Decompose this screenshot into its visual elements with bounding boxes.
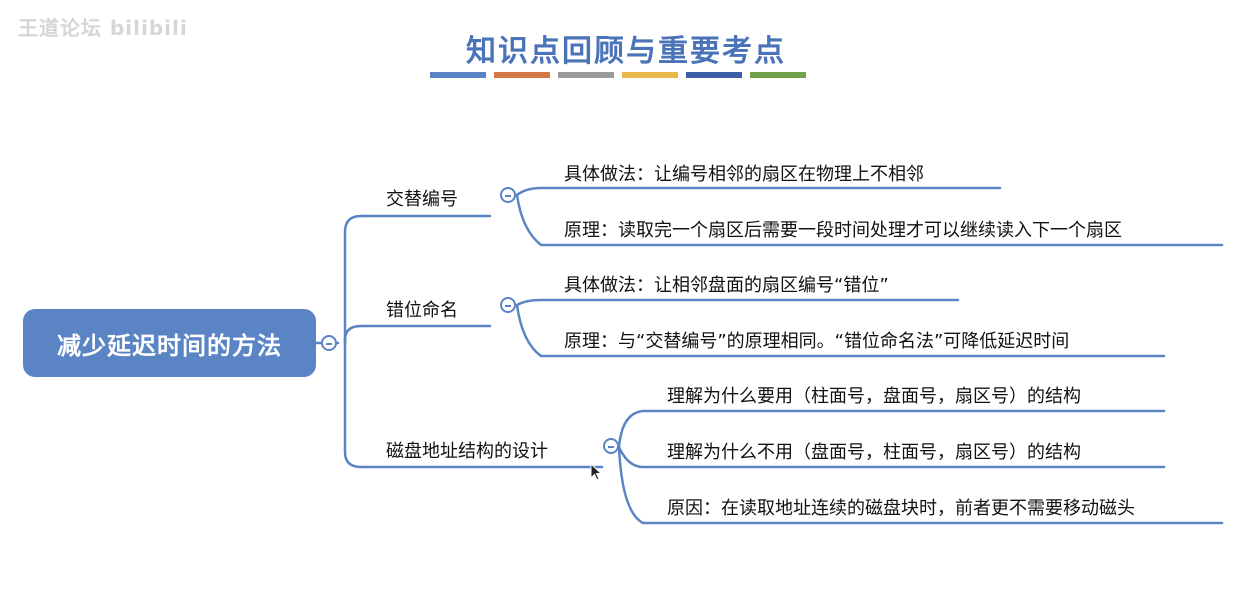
leaf-b3-3[interactable]: 原因：在读取地址连续的磁盘块时，前者更不需要移动磁头	[667, 498, 1135, 519]
root-node[interactable]: 减少延迟时间的方法	[23, 309, 316, 377]
collapse-branch-2-icon[interactable]	[500, 297, 516, 313]
collapse-root-icon[interactable]	[321, 335, 337, 351]
connector-b2-c1	[515, 298, 960, 307]
leaf-b1-2[interactable]: 原理：读取完一个扇区后需要一段时间处理才可以继续读入下一个扇区	[564, 220, 1122, 241]
branch-node-disk-address-structure[interactable]: 磁盘地址结构的设计	[386, 441, 548, 462]
collapse-branch-1-icon[interactable]	[500, 187, 516, 203]
connector-b3-c3	[617, 445, 1224, 525]
title-color-bars	[430, 72, 806, 78]
color-bar-5	[686, 72, 742, 78]
branch-node-alternate-numbering[interactable]: 交替编号	[386, 189, 458, 210]
color-bar-3	[558, 72, 614, 78]
connector-b3-c2	[617, 445, 1166, 469]
leaf-b2-1[interactable]: 具体做法：让相邻盘面的扇区编号“错位”	[564, 275, 889, 296]
color-bar-2	[494, 72, 550, 78]
leaf-b3-1[interactable]: 理解为什么要用（柱面号，盘面号，扇区号）的结构	[667, 386, 1081, 407]
page-title: 知识点回顾与重要考点	[466, 34, 786, 69]
connector-b1-c2	[515, 193, 1224, 247]
mouse-cursor-icon	[590, 463, 603, 481]
color-bar-1	[430, 72, 486, 78]
leaf-b2-2[interactable]: 原理：与“交替编号”的原理相同。“错位命名法”可降低延迟时间	[564, 331, 1070, 352]
branch-node-staggered-naming[interactable]: 错位命名	[386, 300, 458, 321]
connector-branch-3	[343, 341, 364, 469]
connector-branch-2	[343, 324, 364, 345]
leaf-b1-1[interactable]: 具体做法：让编号相邻的扇区在物理上不相邻	[564, 164, 924, 185]
watermark: 王道论坛 bilibili	[18, 16, 188, 40]
collapse-branch-3-icon[interactable]	[603, 438, 619, 454]
color-bar-4	[622, 72, 678, 78]
leaf-b3-2[interactable]: 理解为什么不用（盘面号，柱面号，扇区号）的结构	[667, 442, 1081, 463]
connector-b3-c1	[617, 409, 1166, 449]
connector-branch-1	[343, 214, 364, 345]
color-bar-6	[750, 72, 806, 78]
connector-b2-c2	[515, 303, 1166, 358]
connector-b1-c1	[515, 186, 1002, 197]
